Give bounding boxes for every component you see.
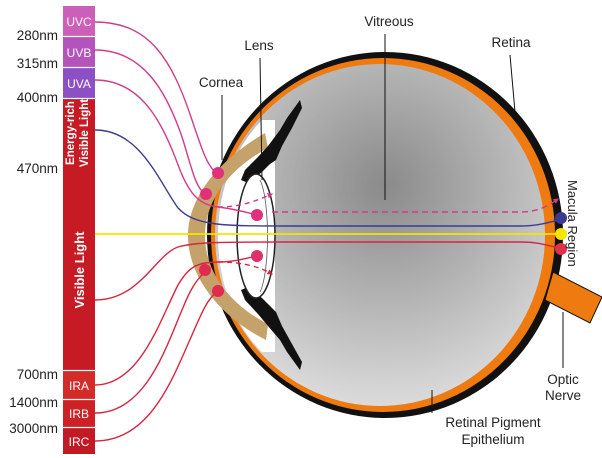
wavelength-3000: 3000nm (9, 421, 58, 436)
segment-label-uvc: UVC (66, 15, 92, 29)
segment-uvc-bg (63, 6, 95, 36)
spectrum-bar: UVC UVB UVA IRA IRB IRC Energy-rich Visi… (63, 6, 95, 454)
ray-uvc (94, 21, 218, 174)
lens (236, 173, 276, 299)
label-optic-2: Nerve (545, 388, 581, 403)
light-rays (94, 21, 561, 442)
iris-upper (241, 100, 302, 183)
segment-uvb-bg (63, 37, 95, 67)
ray-blue-light (94, 129, 561, 227)
wavelength-315: 315nm (17, 56, 58, 71)
dot-red-macula (555, 243, 567, 255)
label-lens: Lens (244, 38, 274, 53)
segment-label-irb: IRB (69, 407, 89, 421)
segment-label-visible-light: Visible Light (72, 231, 87, 309)
wavelength-labels: 280nm 315nm 400nm 470nm 700nm 1400nm 300… (9, 28, 58, 436)
label-vitreous: Vitreous (364, 14, 414, 29)
anatomy-labels: Cornea Lens Vitreous Retina Macula Regio… (199, 14, 581, 447)
leader-lines (221, 34, 564, 413)
label-optic-1: Optic (547, 372, 579, 387)
ray-irc (94, 291, 218, 442)
segment-label-uva: UVA (67, 77, 91, 91)
dot-uvb-cornea (200, 188, 212, 200)
segment-irc-bg (63, 428, 95, 454)
wavelength-400: 400nm (17, 90, 58, 105)
lens-inner-curve (259, 179, 268, 293)
label-cornea: Cornea (199, 75, 244, 90)
absorption-dots (199, 167, 567, 297)
dot-irc-cornea (212, 285, 224, 297)
dot-yellow-macula (555, 228, 567, 240)
segment-label-uvb: UVB (67, 46, 92, 60)
ray-uva (94, 79, 258, 216)
wavelength-1400: 1400nm (9, 395, 58, 410)
segment-ira-bg (63, 371, 95, 399)
dot-uvc-cornea (212, 167, 224, 179)
label-macula-region: Macula Region (565, 180, 580, 267)
ray-uvb (94, 49, 206, 195)
dot-uva-lens (251, 209, 263, 221)
leader-retina (509, 54, 516, 113)
dot-ira-lens (251, 250, 263, 262)
ray-irb (94, 271, 206, 414)
iris-lower (241, 287, 302, 370)
label-rpe-1: Retinal Pigment (445, 415, 541, 430)
vitreous-body (215, 64, 545, 406)
segment-label-irc: IRC (69, 435, 90, 449)
ray-magenta-to-macula (272, 198, 559, 213)
ray-red-light (94, 241, 561, 301)
wavelength-470: 470nm (17, 161, 58, 176)
wavelength-280: 280nm (17, 28, 58, 43)
label-rpe-2: Epithelium (461, 432, 524, 447)
segment-uva-bg (63, 68, 95, 98)
segment-label-energy-rich-2: Visible Light (79, 99, 91, 167)
eyeball (188, 52, 602, 418)
segment-label-ira: IRA (69, 379, 89, 393)
leader-lens (259, 57, 263, 181)
label-retina: Retina (491, 35, 531, 50)
segment-label-energy-rich-1: Energy-rich (65, 101, 77, 165)
ray-ira (94, 255, 258, 386)
optic-nerve (544, 271, 602, 324)
cornea (188, 133, 268, 340)
dot-blue-macula (555, 212, 567, 224)
segment-irb-bg (63, 400, 95, 427)
dot-irb-cornea (199, 264, 211, 276)
wavelength-700: 700nm (17, 367, 58, 382)
